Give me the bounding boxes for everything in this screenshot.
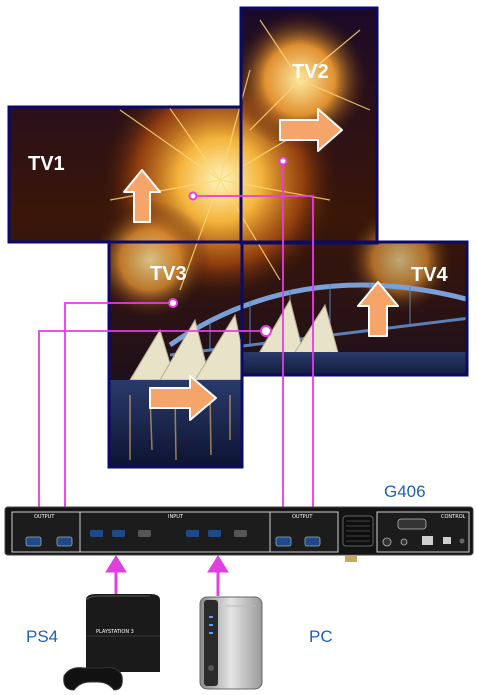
tv1-up-arrow-icon <box>123 169 161 223</box>
tv3-label: TV3 <box>150 263 187 285</box>
output-right-title: OUTPUT <box>292 514 313 520</box>
input-title: INPUT <box>168 514 184 520</box>
control-title: CONTROL <box>441 514 466 520</box>
usb-port <box>443 537 451 544</box>
output-port-4 <box>304 536 321 547</box>
input-port-6 <box>234 530 247 537</box>
input-port-5 <box>208 530 221 537</box>
ps4-arrow-icon <box>105 555 127 573</box>
power-jack <box>382 537 392 547</box>
tv2-right-arrow-icon <box>279 108 343 152</box>
pc-tower-image <box>199 596 263 690</box>
output-port-2 <box>56 536 73 547</box>
output-left-title: OUTPUT <box>34 514 55 520</box>
input-port-4 <box>186 530 199 537</box>
ps4-console-image: PLAYSTATION 3 <box>63 594 160 691</box>
harbour-bridge <box>168 282 467 348</box>
input-port-2 <box>112 530 125 537</box>
device-model-label: G406 <box>384 482 426 501</box>
tv1-label: TV1 <box>28 153 65 175</box>
output-port-1 <box>25 536 42 547</box>
input-port-3 <box>138 530 151 537</box>
cable-tv4 <box>38 330 266 543</box>
tv4-screen <box>240 240 469 377</box>
gamepad-image <box>63 667 123 691</box>
input-port-1 <box>90 530 103 537</box>
cables <box>38 161 314 543</box>
power-button <box>459 538 465 544</box>
wall-image <box>9 8 467 467</box>
tv3-right-arrow-icon <box>149 375 217 421</box>
tv4-label: TV4 <box>411 264 449 286</box>
screen-frames <box>7 6 469 469</box>
pc-label: PC <box>309 627 333 646</box>
ethernet-port <box>422 536 433 545</box>
switcher-device: OUTPUT INPUT OUTPUT CONTROL <box>4 506 474 562</box>
orientation-arrows <box>123 108 399 421</box>
serial-port <box>397 518 427 530</box>
cable-tv3 <box>64 302 173 543</box>
source-arrows <box>105 555 229 596</box>
output-port-3 <box>275 536 292 547</box>
tv4-up-arrow-icon <box>357 281 399 337</box>
output-panel-right <box>269 511 339 553</box>
ps4-label: PS4 <box>26 627 58 646</box>
pc-arrow-icon <box>207 555 229 573</box>
cable-tv1 <box>193 195 314 543</box>
cable-endpoints <box>168 156 288 337</box>
ps4-console-text: PLAYSTATION 3 <box>96 629 134 635</box>
tv2-label: TV2 <box>292 61 329 83</box>
